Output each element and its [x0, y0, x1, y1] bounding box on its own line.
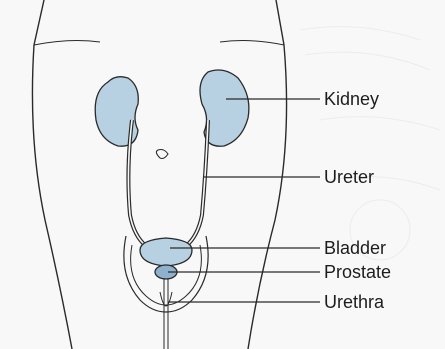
background-texture [300, 27, 440, 260]
navel [156, 150, 168, 159]
bladder [140, 238, 192, 266]
left-ureter [128, 120, 146, 246]
kidney-label: Kidney [324, 89, 379, 109]
bladder-label: Bladder [324, 238, 386, 258]
urethra [164, 278, 168, 349]
torso-outline [32, 0, 72, 349]
shoulder-line-right [220, 41, 284, 45]
ureter-label: Ureter [324, 167, 374, 187]
shoulder-line [34, 41, 100, 45]
prostate-label: Prostate [324, 262, 391, 282]
torso-outline-right [248, 0, 287, 349]
urethra-label: Urethra [324, 292, 384, 312]
